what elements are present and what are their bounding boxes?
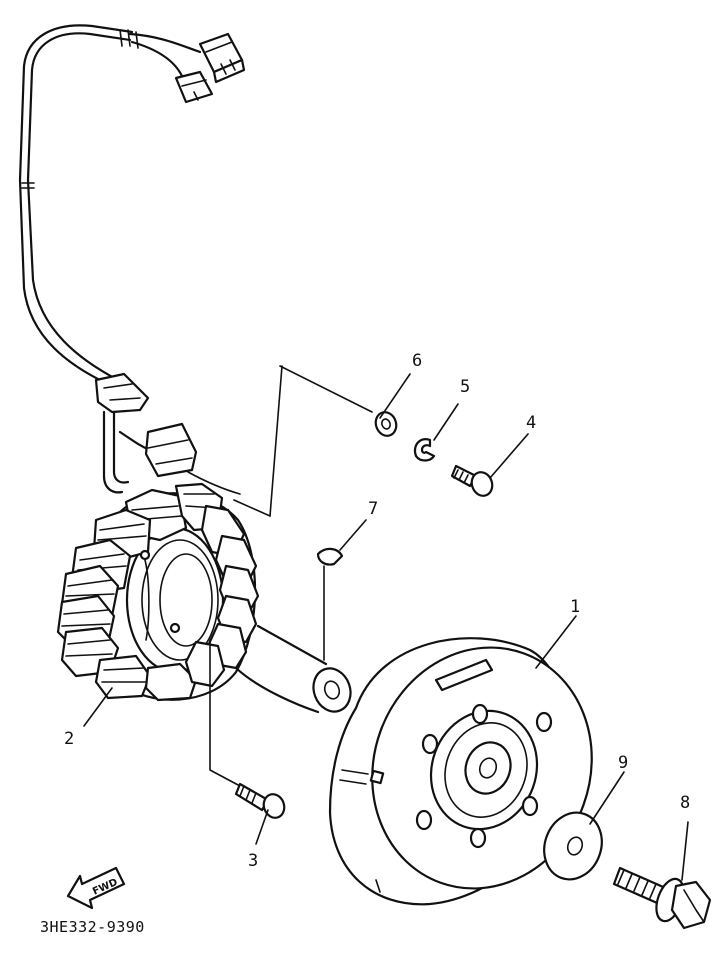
connector-upper: [198, 32, 246, 84]
screw-3: [234, 782, 286, 819]
wire-harness: [18, 24, 202, 386]
flywheel-rotor: [328, 637, 593, 906]
part-code: 3HE332-9390: [40, 918, 145, 936]
callout-4: 4: [526, 413, 536, 433]
callout-7: 7: [368, 499, 378, 519]
forward-arrow-icon: FWD: [66, 866, 126, 910]
screw-4: [450, 464, 494, 497]
assembly-guide-lines: [187, 365, 373, 787]
crankshaft-taper: [234, 624, 352, 714]
connector-lower: [174, 70, 214, 104]
pickup-coil: [144, 422, 198, 478]
woodruff-key: [316, 547, 344, 566]
callout-2: 2: [64, 729, 74, 749]
bolt-8: [612, 866, 712, 930]
callout-5: 5: [460, 377, 470, 397]
callout-8: 8: [680, 793, 690, 813]
callout-1: 1: [570, 597, 580, 617]
pickup-lead: [94, 372, 152, 494]
stator-assembly: [56, 482, 260, 702]
leader-lines: [83, 373, 689, 881]
washer-6: [374, 411, 398, 437]
callout-6: 6: [412, 351, 422, 371]
callout-3: 3: [248, 851, 258, 871]
clip-5: [413, 438, 436, 462]
washer-9: [543, 811, 603, 881]
callout-9: 9: [618, 753, 628, 773]
